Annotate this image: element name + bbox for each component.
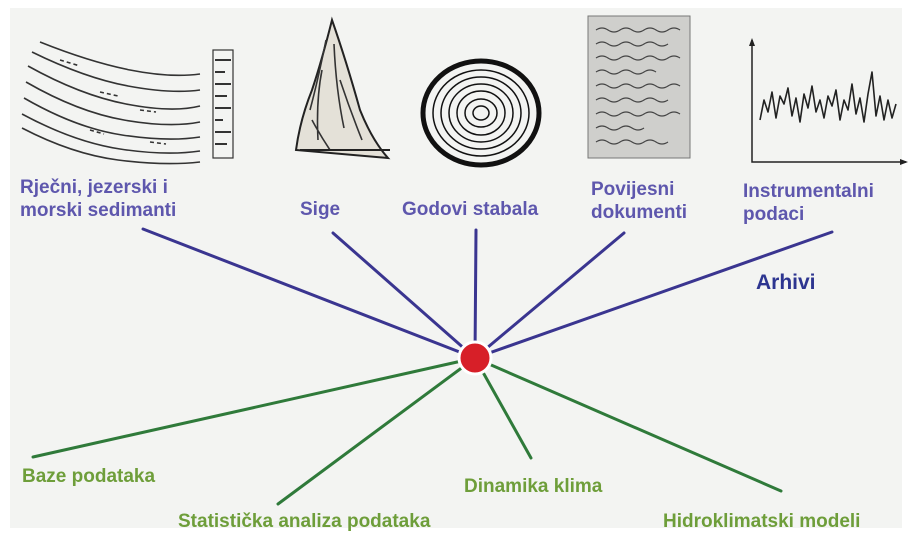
connector-sediments xyxy=(143,229,475,358)
archive-label-povijesni-line1: Povijesni xyxy=(591,178,687,201)
archive-label-instrumentalni-line2: podaci xyxy=(743,203,874,226)
archive-label-instrumentalni-line1: Instrumentalni xyxy=(743,180,874,203)
stalagmite-icon xyxy=(296,20,390,158)
connector-povijesni xyxy=(475,233,624,358)
archive-label-sediments-line2: morski sedimanti xyxy=(20,199,176,222)
archive-label-sediments: Rječni, jezerski i morski sedimanti xyxy=(20,176,176,222)
archive-label-povijesni: Povijesni dokumenti xyxy=(591,178,687,224)
connector-instrumentalni xyxy=(475,232,832,358)
archive-label-godovi: Godovi stabala xyxy=(402,198,538,221)
hub-node xyxy=(459,342,491,374)
connector-godovi xyxy=(475,230,476,358)
method-label-hidroklimatski: Hidroklimatski modeli xyxy=(663,510,860,533)
method-label-baze: Baze podataka xyxy=(22,465,155,488)
archive-label-sige: Sige xyxy=(300,198,340,221)
method-label-statisticka: Statistička analiza podataka xyxy=(178,510,430,533)
handwritten-document-icon xyxy=(588,16,690,158)
archive-label-instrumentalni: Instrumentalni podaci xyxy=(743,180,874,226)
archive-label-povijesni-line2: dokumenti xyxy=(591,201,687,224)
sediment-layers-icon xyxy=(22,42,233,164)
archive-label-sediments-line1: Rječni, jezerski i xyxy=(20,176,176,199)
archive-connectors xyxy=(143,229,832,358)
tree-rings-icon xyxy=(423,61,539,165)
connector-hidroklimatski xyxy=(475,358,781,491)
method-label-dinamika: Dinamika klima xyxy=(464,475,602,498)
hub-label-arhivi: Arhivi xyxy=(756,271,816,294)
connector-sige xyxy=(333,233,475,358)
line-graph-icon xyxy=(749,38,908,165)
